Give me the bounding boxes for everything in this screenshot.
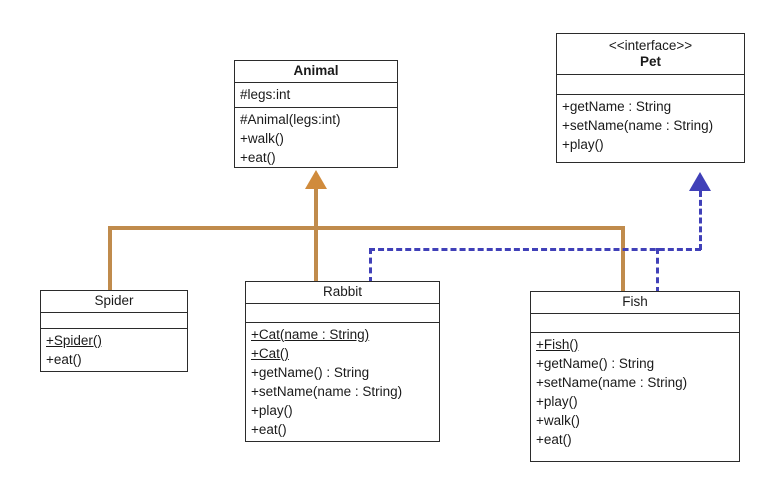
realization-drop-rabbit <box>369 248 372 283</box>
class-operations-spider: +Spider() +eat() <box>41 329 187 373</box>
class-box-fish[interactable]: Fish +Fish() +getName() : String +setNam… <box>530 291 740 462</box>
operation-row: +setName(name : String) <box>536 374 688 390</box>
generalization-drop-spider <box>108 226 112 292</box>
class-attributes-fish <box>531 314 739 333</box>
generalization-bus-horizontal <box>108 226 625 230</box>
generalization-arrowhead-animal <box>305 170 327 189</box>
attribute-row: #legs:int <box>240 86 291 102</box>
realization-trunk-vertical <box>699 191 702 250</box>
operation-row: +eat() <box>240 149 276 165</box>
generalization-trunk-vertical <box>314 188 318 228</box>
realization-drop-fish <box>656 248 659 293</box>
operation-row: +play() <box>251 403 293 419</box>
operation-row: +setName(name : String) <box>251 383 403 399</box>
class-operations-animal: #Animal(legs:int) +walk() +eat() <box>235 108 397 171</box>
class-header-rabbit: Rabbit <box>246 282 439 304</box>
class-attributes-spider <box>41 313 187 329</box>
generalization-drop-rabbit <box>314 226 318 283</box>
class-header-fish: Fish <box>531 292 739 314</box>
operation-row: +eat() <box>46 351 82 367</box>
class-name-fish: Fish <box>622 294 648 309</box>
generalization-drop-fish <box>621 226 625 293</box>
class-name-rabbit: Rabbit <box>322 284 363 299</box>
class-box-pet[interactable]: <<interface>> Pet +getName : String +set… <box>556 33 745 163</box>
realization-bus-horizontal <box>369 248 701 251</box>
class-name-pet: Pet <box>639 53 661 69</box>
operation-row: +walk() <box>240 130 284 146</box>
operation-row: +getName() : String <box>536 355 655 371</box>
class-operations-fish: +Fish() +getName() : String +setName(nam… <box>531 333 739 454</box>
operation-row: +Spider() <box>46 332 102 348</box>
class-operations-rabbit: +Cat(name : String) +Cat() +getName() : … <box>246 323 439 444</box>
class-header-pet: <<interface>> Pet <box>557 34 744 76</box>
operation-row: +getName : String <box>562 99 672 115</box>
class-name-animal: Animal <box>293 63 339 78</box>
class-stereotype-pet: <<interface>> <box>608 38 693 53</box>
operation-row: +walk() <box>536 413 580 429</box>
class-header-spider: Spider <box>41 291 187 313</box>
operation-row: +setName(name : String) <box>562 118 714 134</box>
operation-row: +Cat(name : String) <box>251 326 370 342</box>
class-box-spider[interactable]: Spider +Spider() +eat() <box>40 290 188 372</box>
class-name-spider: Spider <box>94 293 134 308</box>
operation-row: +play() <box>562 137 604 153</box>
class-attributes-animal: #legs:int <box>235 83 397 108</box>
class-header-animal: Animal <box>235 61 397 83</box>
operation-row: +getName() : String <box>251 364 370 380</box>
class-box-animal[interactable]: Animal #legs:int #Animal(legs:int) +walk… <box>234 60 398 168</box>
class-attributes-pet <box>557 75 744 96</box>
class-operations-pet: +getName : String +setName(name : String… <box>557 95 744 158</box>
operation-row: +Fish() <box>536 336 579 352</box>
operation-row: +eat() <box>536 432 572 448</box>
operation-row: #Animal(legs:int) <box>240 111 341 127</box>
operation-row: +play() <box>536 393 578 409</box>
class-attributes-rabbit <box>246 304 439 323</box>
class-box-rabbit[interactable]: Rabbit +Cat(name : String) +Cat() +getNa… <box>245 281 440 442</box>
operation-row: +Cat() <box>251 345 289 361</box>
realization-arrowhead-pet <box>689 172 711 191</box>
operation-row: +eat() <box>251 422 287 438</box>
